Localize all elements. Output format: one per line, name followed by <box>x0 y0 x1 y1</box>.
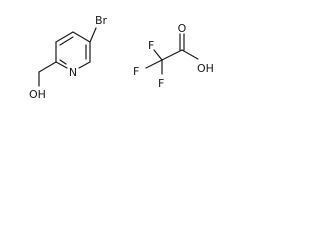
nitrogen-label: N <box>69 66 77 79</box>
bond-c5-br <box>89 27 97 43</box>
hydroxyl-label: OH <box>29 88 46 101</box>
bond-c-f-left <box>145 59 163 69</box>
bond-c-f-top <box>153 49 163 61</box>
acid-hydroxyl-label: OH <box>197 62 214 75</box>
bond-c-oh <box>181 49 199 60</box>
bond-cf3-cooh <box>161 49 183 61</box>
structure-canvas: Br N OH F F F O OH <box>29 14 214 101</box>
double-bond-n-c2 <box>59 59 67 65</box>
bond-n-c2 <box>55 61 68 69</box>
double-bond-c3-c4 <box>59 36 74 46</box>
bromopyridinyl-methanol: Br N OH <box>29 14 108 101</box>
bond-c2-ch2 <box>38 61 57 73</box>
fluorine-label-top: F <box>148 39 154 52</box>
bond-c4-c5 <box>72 31 91 43</box>
trifluoroacetic-acid: F F F O OH <box>133 22 214 90</box>
carbonyl-oxygen-label: O <box>178 22 187 35</box>
bond-c3-c4 <box>55 31 74 43</box>
bond-c6-n <box>78 61 91 69</box>
fluorine-label-bottom: F <box>158 77 164 90</box>
fluorine-label-left: F <box>133 65 139 78</box>
bromine-label: Br <box>95 14 108 27</box>
